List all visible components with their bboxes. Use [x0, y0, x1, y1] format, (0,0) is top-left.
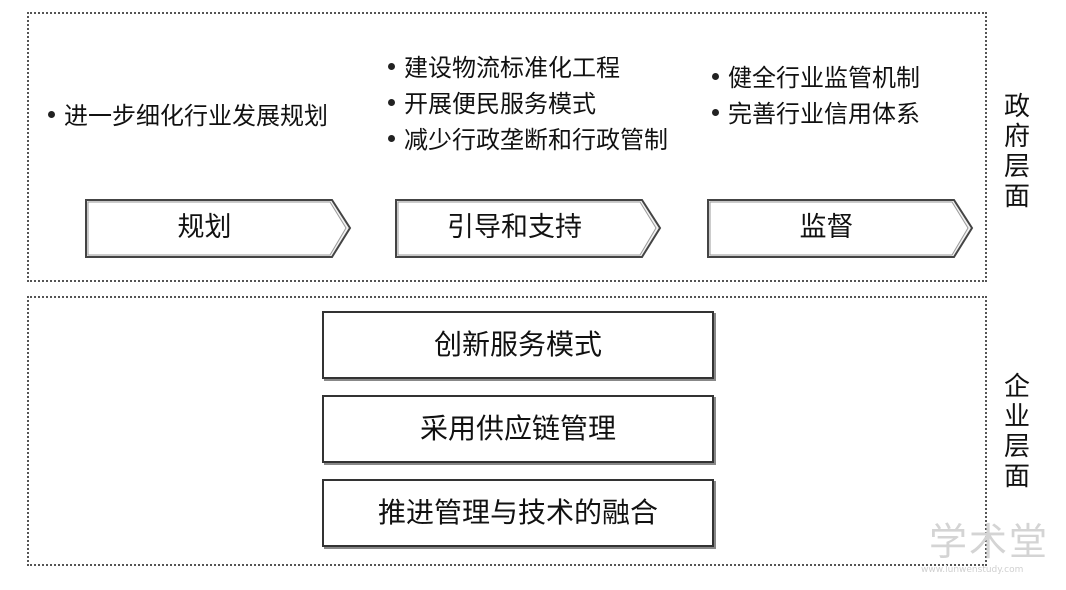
bullet-icon — [388, 134, 395, 142]
planning-bullet-list: 进一步细化行业发展规划 — [48, 98, 328, 134]
enterprise-box-supply-chain: 采用供应链管理 — [322, 395, 714, 463]
bullet-icon — [388, 62, 395, 70]
bullet-text: 减少行政垄断和行政管制 — [404, 126, 668, 154]
enterprise-box-management-tech: 推进管理与技术的融合 — [322, 479, 714, 547]
bullet-icon — [48, 110, 55, 118]
bullet-item: 减少行政垄断和行政管制 — [388, 122, 668, 158]
guidance-arrow-label: 引导和支持 — [447, 212, 582, 243]
bullet-text: 开展便民服务模式 — [404, 90, 596, 118]
planning-arrow-label: 规划 — [177, 212, 232, 243]
government-layer-label: 政府层面 — [1003, 92, 1030, 212]
chevron-arrow-icon — [395, 199, 662, 258]
bullet-text: 建设物流标准化工程 — [404, 54, 620, 82]
government-layer-box — [27, 12, 987, 282]
bullet-item: 建设物流标准化工程 — [388, 50, 668, 86]
bullet-icon — [712, 72, 719, 80]
enterprise-layer-box — [27, 296, 987, 566]
bullet-icon — [388, 98, 395, 106]
chevron-arrow-icon — [707, 199, 974, 258]
watermark-logo-text: 学术堂 — [929, 520, 1050, 564]
supervision-bullet-list: 健全行业监管机制 完善行业信用体系 — [712, 60, 920, 132]
bullet-item: 完善行业信用体系 — [712, 96, 920, 132]
bullet-item: 开展便民服务模式 — [388, 86, 668, 122]
bullet-text: 完善行业信用体系 — [728, 100, 920, 128]
bullet-item: 健全行业监管机制 — [712, 60, 920, 96]
bullet-icon — [712, 108, 719, 116]
enterprise-layer-label: 企业层面 — [1003, 372, 1030, 492]
enterprise-box-innovate-service: 创新服务模式 — [322, 311, 714, 379]
bullet-item: 进一步细化行业发展规划 — [48, 98, 328, 134]
guidance-arrow: 引导和支持 — [392, 195, 664, 261]
guidance-bullet-list: 建设物流标准化工程 开展便民服务模式 减少行政垄断和行政管制 — [388, 50, 668, 158]
chevron-arrow-icon — [85, 199, 352, 258]
watermark: 学术堂 www.lunwenstudy.com — [915, 520, 1055, 580]
bullet-text: 健全行业监管机制 — [728, 64, 920, 92]
watermark-url: www.lunwenstudy.com — [921, 565, 1024, 575]
supervision-arrow-label: 监督 — [799, 212, 854, 243]
supervision-arrow: 监督 — [704, 195, 976, 261]
bullet-text: 进一步细化行业发展规划 — [64, 102, 328, 130]
planning-arrow: 规划 — [82, 195, 354, 261]
